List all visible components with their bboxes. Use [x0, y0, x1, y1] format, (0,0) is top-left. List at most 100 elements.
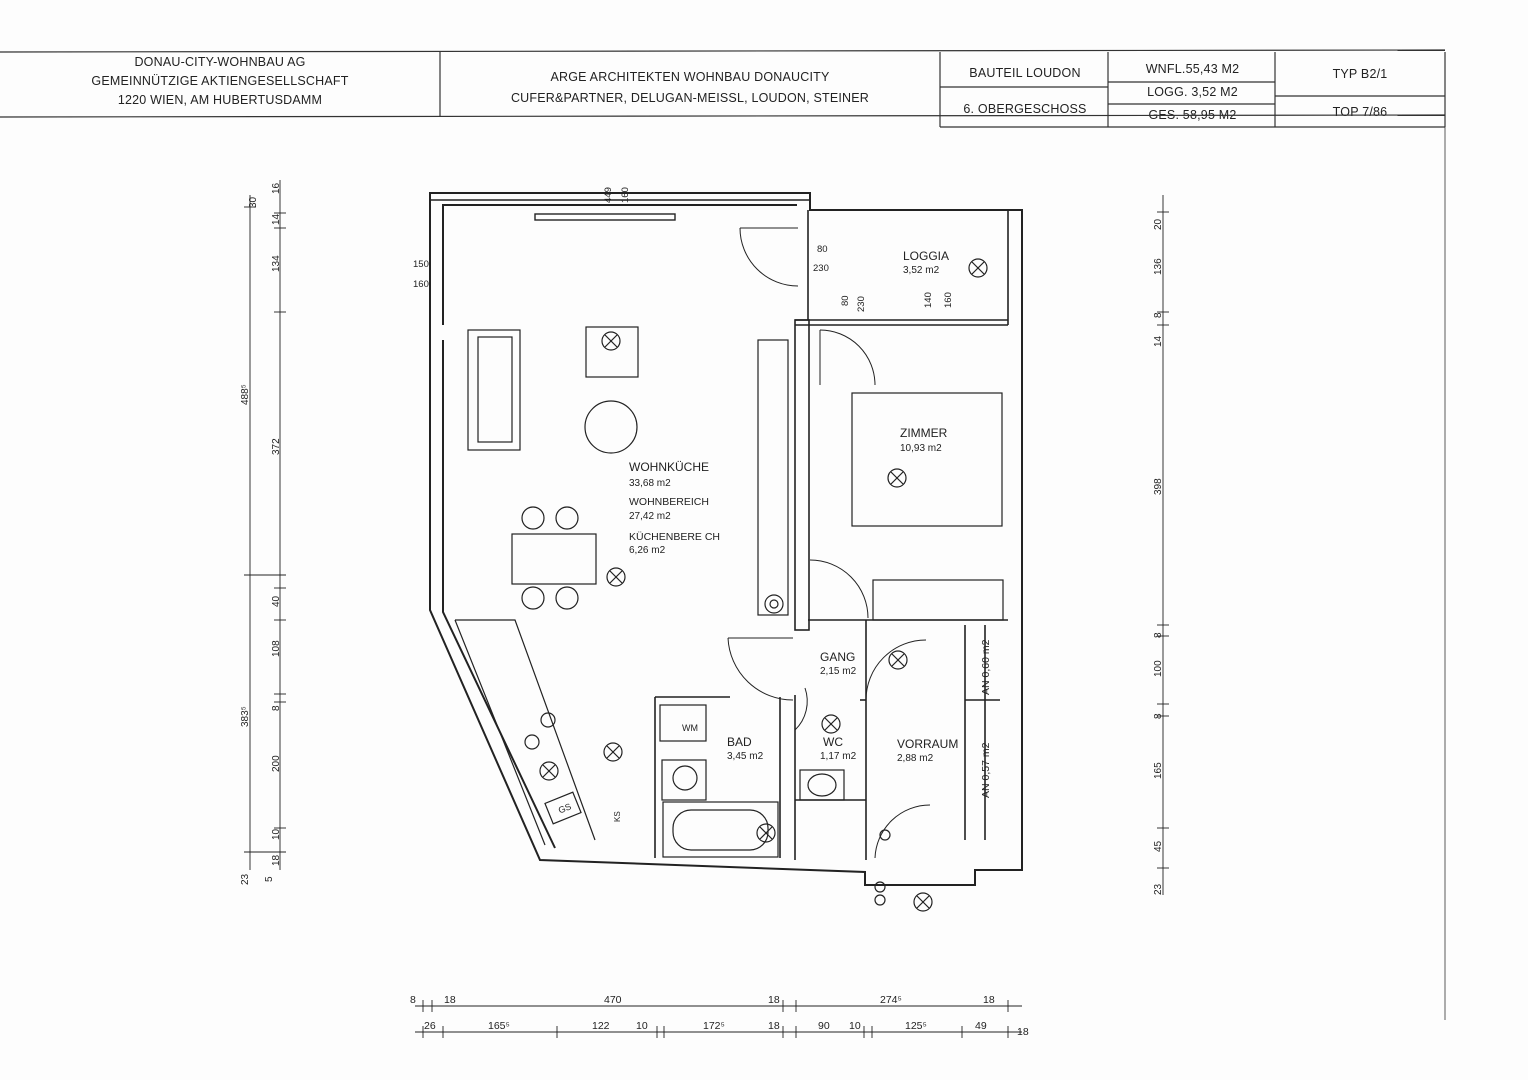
svg-text:100: 100 — [1153, 660, 1164, 677]
room-an-1: AN 0,60 m2 — [980, 639, 992, 695]
wardrobe-living — [757, 339, 789, 616]
dims-left: 30 16 14 134 488⁵ 372 40 108 8 383⁵ 200 … — [240, 182, 282, 885]
svg-text:125⁵: 125⁵ — [905, 1020, 927, 1032]
wardrobe-zimmer — [872, 579, 1004, 621]
svg-text:20: 20 — [1153, 218, 1164, 230]
svg-text:18: 18 — [271, 854, 282, 866]
bath-fixtures — [544, 704, 845, 858]
room-area-gang: 2,15 m2 — [820, 666, 857, 677]
plan-dimensions: 449 160 150 160 80 230 80 230 140 160 — [413, 187, 954, 312]
room-area-wohnkueche: 33,68 m2 — [629, 478, 671, 489]
room-name-zimmer: ZIMMER — [900, 426, 948, 440]
svg-text:26: 26 — [424, 1020, 436, 1032]
dims-right-lines — [1157, 195, 1169, 895]
svg-text:10: 10 — [636, 1020, 648, 1032]
svg-text:45: 45 — [1153, 840, 1164, 852]
room-name-vorraum: VORRAUM — [897, 737, 958, 751]
window-top — [430, 199, 810, 221]
svg-text:134: 134 — [271, 255, 282, 272]
svg-text:230: 230 — [856, 296, 867, 312]
svg-text:108: 108 — [271, 640, 282, 657]
room-area-kuechenbereich: 6,26 m2 — [629, 545, 666, 556]
dims-bottom-1: 8 18 470 18 274⁵ 18 — [410, 994, 995, 1006]
furniture — [467, 326, 639, 610]
title-block-frame — [0, 49, 1446, 1020]
light-fixtures — [524, 258, 988, 912]
svg-text:18: 18 — [768, 1020, 780, 1032]
svg-text:165⁵: 165⁵ — [488, 1020, 510, 1032]
dims-right: 20 136 14 8 398 8 100 8 165 45 23 — [1153, 218, 1164, 895]
room-name-kuechenbereich: KÜCHENBERE CH — [629, 531, 720, 543]
svg-text:470: 470 — [604, 994, 622, 1006]
interior-walls — [654, 210, 1009, 860]
dims-left-lines — [244, 180, 286, 870]
svg-text:40: 40 — [271, 595, 282, 607]
svg-text:200: 200 — [271, 755, 282, 772]
fixture-wm: WM — [682, 723, 698, 733]
svg-text:90: 90 — [818, 1020, 830, 1032]
room-name-wohnkueche: WOHNKÜCHE — [629, 460, 709, 474]
room-area-wohnbereich: 27,42 m2 — [629, 511, 671, 522]
svg-text:172⁵: 172⁵ — [703, 1020, 725, 1032]
architects-line-2: CUFER&PARTNER, DELUGAN-MEISSL, LOUDON, S… — [510, 91, 870, 105]
round-table — [584, 400, 638, 454]
door-swings — [727, 227, 931, 859]
svg-text:80: 80 — [840, 295, 851, 306]
developer-subtitle: GEMEINNÜTZIGE AKTIENGESELLSCHAFT — [91, 74, 349, 88]
room-name-bad: BAD — [727, 735, 752, 749]
room-name-loggia: LOGGIA — [903, 249, 949, 263]
svg-text:230: 230 — [813, 263, 829, 274]
svg-text:136: 136 — [1153, 258, 1164, 275]
area-loggia: LOGG. 3,52 M2 — [1147, 85, 1238, 99]
svg-text:8: 8 — [271, 705, 282, 711]
svg-text:49: 49 — [975, 1020, 987, 1032]
svg-text:160: 160 — [413, 279, 429, 290]
room-area-wc: 1,17 m2 — [820, 751, 857, 762]
room-labels: WOHNKÜCHE 33,68 m2 WOHNBEREICH 27,42 m2 … — [557, 249, 992, 822]
room-area-vorraum: 2,88 m2 — [897, 753, 934, 764]
architects-line-1: ARGE ARCHITEKTEN WOHNBAU DONAUCITY — [550, 70, 830, 84]
svg-text:383⁵: 383⁵ — [240, 706, 251, 727]
svg-text:10: 10 — [849, 1020, 861, 1032]
svg-text:30: 30 — [248, 196, 259, 208]
room-area-bad: 3,45 m2 — [727, 751, 764, 762]
room-area-zimmer: 10,93 m2 — [900, 443, 942, 454]
building-part: BAUTEIL LOUDON — [969, 66, 1081, 80]
svg-text:8: 8 — [1153, 713, 1164, 719]
svg-text:18: 18 — [1017, 1026, 1029, 1038]
armchair — [585, 326, 639, 378]
dims-bottom-2: 26 165⁵ 122 10 172⁵ 18 90 10 125⁵ 49 18 — [424, 1020, 1029, 1038]
svg-text:372: 372 — [271, 438, 282, 455]
svg-text:18: 18 — [983, 994, 995, 1006]
developer-address: 1220 WIEN, AM HUBERTUSDAMM — [117, 93, 323, 107]
svg-text:150: 150 — [413, 259, 429, 270]
svg-text:16: 16 — [271, 182, 282, 194]
unit-type: TYP B2/1 — [1332, 67, 1388, 81]
room-name-gang: GANG — [820, 650, 855, 664]
kitchen-counter — [454, 619, 596, 846]
room-name-wc: WC — [823, 735, 843, 749]
svg-text:10: 10 — [271, 828, 282, 840]
room-name-wohnbereich: WOHNBEREICH — [629, 496, 709, 508]
dims-bottom-lines — [415, 1000, 1022, 1038]
svg-text:18: 18 — [768, 994, 780, 1006]
svg-text:160: 160 — [620, 187, 631, 203]
svg-text:449: 449 — [603, 187, 614, 203]
svg-text:160: 160 — [943, 292, 954, 308]
svg-text:8: 8 — [1153, 312, 1164, 318]
svg-text:398: 398 — [1153, 478, 1164, 495]
svg-text:5: 5 — [264, 876, 275, 882]
svg-text:23: 23 — [1153, 883, 1164, 895]
room-an-2: AN 0,57 m2 — [980, 742, 992, 798]
fixture-gs: GS — [557, 801, 573, 815]
bed — [851, 392, 1003, 527]
svg-text:274⁵: 274⁵ — [880, 994, 902, 1006]
svg-text:18: 18 — [444, 994, 456, 1006]
svg-text:140: 140 — [923, 292, 934, 308]
sofa — [467, 329, 521, 451]
svg-text:488⁵: 488⁵ — [240, 384, 251, 405]
svg-text:8: 8 — [410, 994, 416, 1006]
floor-level: 6. OBERGESCHOSS — [963, 102, 1087, 116]
